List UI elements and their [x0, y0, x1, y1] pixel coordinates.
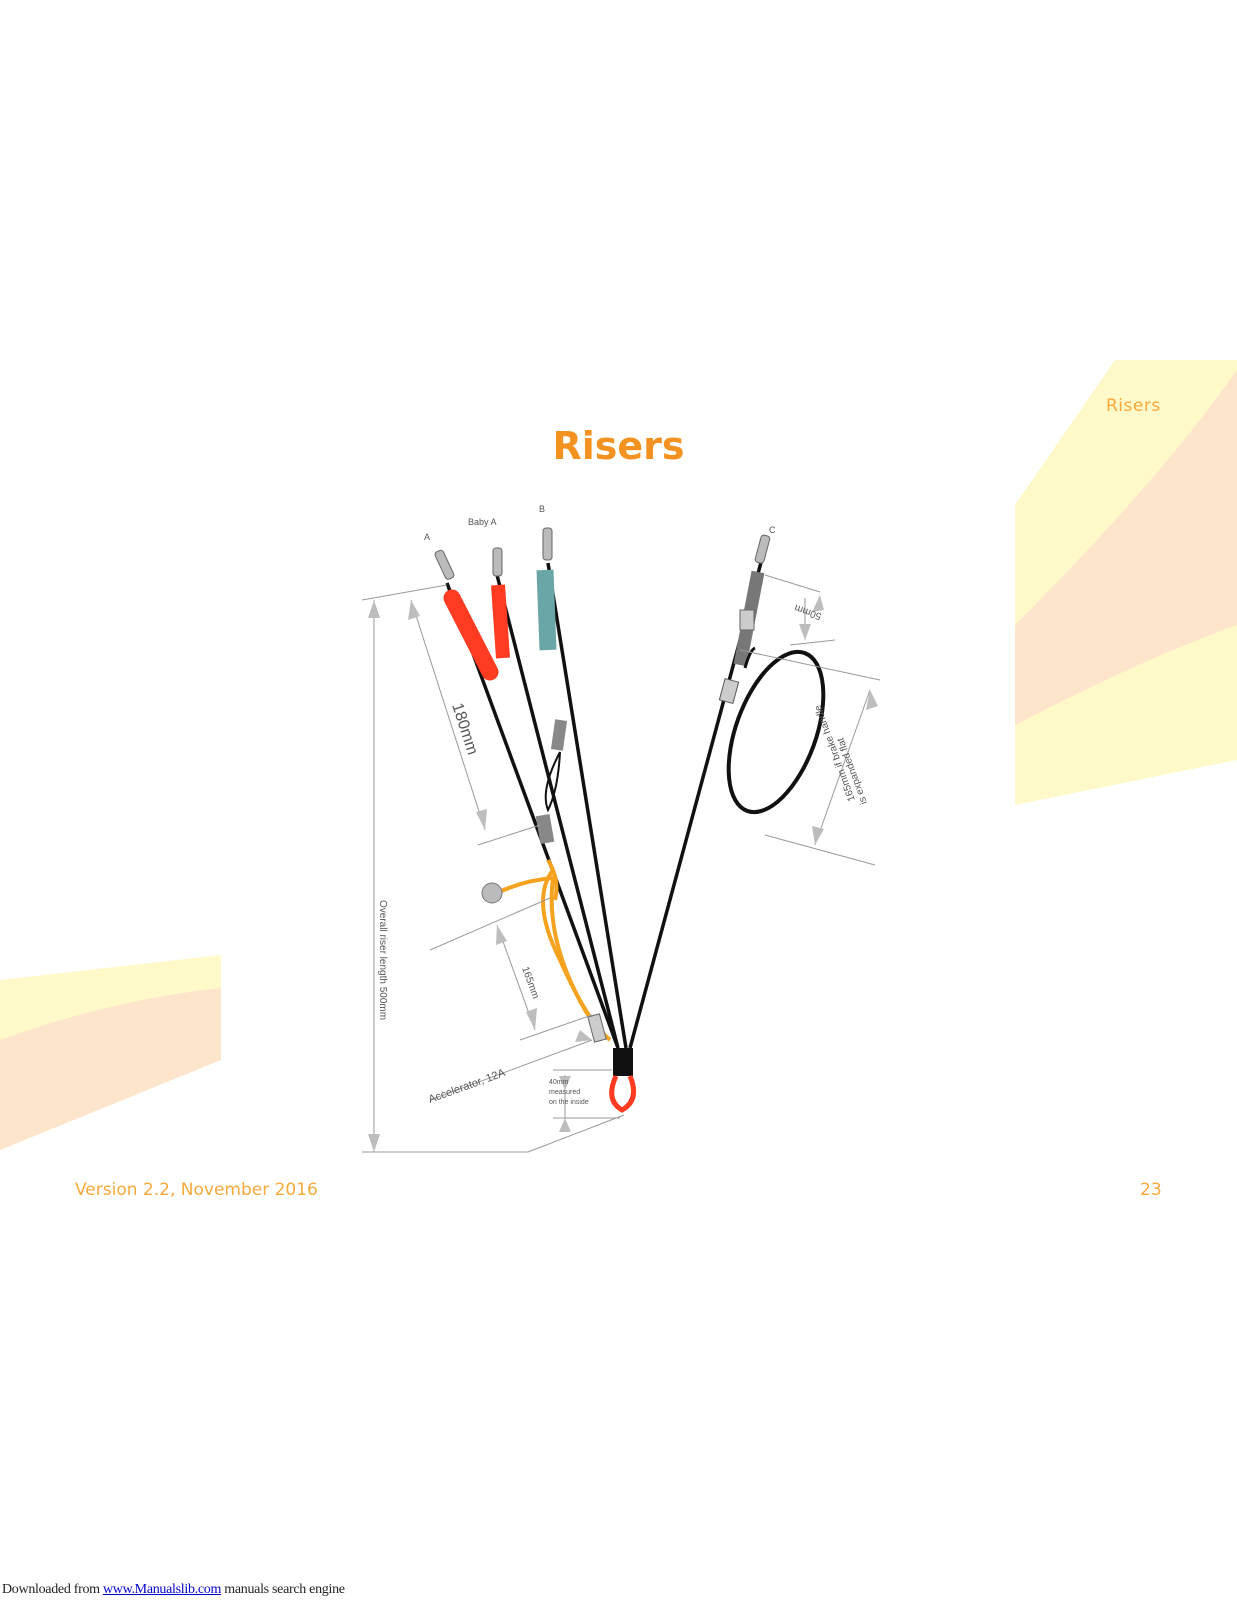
dim-overall: Overall riser length 500mm [377, 900, 388, 1020]
label-b: B [539, 504, 545, 514]
c-riser-buckle [739, 609, 755, 631]
b-riser-link [544, 751, 561, 813]
a-riser-pulley [535, 813, 555, 845]
download-prefix: Downloaded from [2, 1582, 103, 1597]
manualslib-link[interactable]: www.Manualslib.com [102, 1582, 222, 1597]
riser-baby-a-sleeve [491, 584, 510, 659]
label-baby-a: Baby A [468, 517, 497, 527]
riser-b-sleeve [536, 569, 557, 651]
dim-loop-1: 40mm [549, 1079, 569, 1086]
b-riser-pulley [550, 719, 568, 751]
dim-loop-3: on the inside [549, 1099, 589, 1106]
download-suffix: manuals search engine [221, 1582, 345, 1597]
dim-180mm: 180mm [448, 701, 481, 757]
download-notice: Downloaded from www.Manualslib.com manua… [2, 1582, 345, 1598]
page-title: Risers [552, 424, 685, 468]
dim-accelerator: Accelerator, 12A [427, 1067, 508, 1106]
accelerator-pulley [587, 1013, 607, 1043]
dim-loop-2: measured [549, 1089, 580, 1096]
footer-version: Version 2.2, November 2016 [75, 1180, 318, 1200]
section-tag: Risers [1106, 396, 1161, 416]
riser-connectors [434, 527, 771, 580]
brake-pulley [718, 677, 740, 705]
riser-a-sleeve [443, 589, 499, 681]
dimension-arrows [368, 595, 878, 1152]
accelerator-ball [481, 882, 503, 904]
brake-handle [726, 649, 826, 815]
main-loop-sleeve [613, 1048, 633, 1076]
dimension-lines [361, 574, 881, 1153]
main-loop [609, 1074, 637, 1113]
label-c: C [769, 525, 776, 535]
page-number: 23 [1140, 1180, 1162, 1200]
label-a: A [424, 532, 430, 542]
